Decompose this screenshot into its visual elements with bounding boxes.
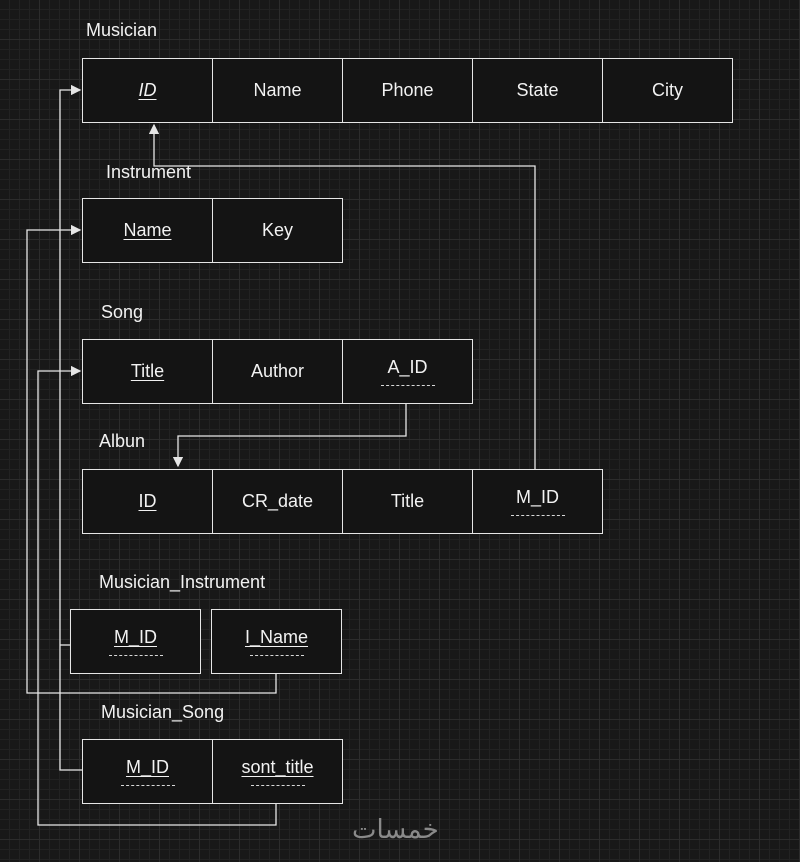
column-i-name[interactable]: I_Name [211,609,342,674]
foreign-key-marker [250,785,305,786]
column-label: State [516,80,559,100]
column-title[interactable]: Title [82,339,213,404]
foreign-key-marker [120,785,175,786]
column-label: A_ID [387,357,428,377]
table-musician[interactable]: ID Name Phone State City [82,58,733,123]
column-label: Name [253,80,302,100]
column-label: Key [261,220,294,240]
table-musician-instrument[interactable]: M_ID I_Name [70,609,342,674]
column-state[interactable]: State [472,58,603,123]
column-key[interactable]: Key [212,198,343,263]
column-label: I_Name [244,627,309,647]
fk-musician-song-to-musician [59,84,82,771]
column-m-id[interactable]: M_ID [70,609,201,674]
column-label: ID [138,491,157,511]
column-name[interactable]: Name [212,58,343,123]
column-m-id[interactable]: M_ID [472,469,603,534]
table-title-song: Song [101,302,144,322]
foreign-key-marker [510,515,565,516]
foreign-key-marker [249,655,304,656]
column-label: Title [390,491,425,511]
column-author[interactable]: Author [212,339,343,404]
column-label: Name [123,220,172,240]
column-label: M_ID [125,757,169,777]
column-label: M_ID [113,627,157,647]
fk-iname-to-instrument [26,224,277,694]
table-album[interactable]: ID CR_date Title M_ID [82,469,603,534]
column-id[interactable]: ID [82,58,213,123]
table-song[interactable]: Title Author A_ID [82,339,473,404]
table-title-musician-instrument: Musician_Instrument [99,572,266,592]
table-instrument[interactable]: Name Key [82,198,343,263]
column-sont-title[interactable]: sont_title [212,739,343,804]
fk-songtitle-to-song [37,365,277,826]
table-title-instrument: Instrument [106,162,192,182]
column-label: City [652,80,683,100]
column-cr-date[interactable]: CR_date [212,469,343,534]
column-label: CR_date [241,491,314,511]
column-label: M_ID [515,487,559,507]
foreign-key-marker [380,385,435,386]
fk-mid-album-to-musician [148,123,536,469]
table-title-musician: Musician [86,20,158,40]
fk-aid-to-album [172,403,407,468]
column-phone[interactable]: Phone [342,58,473,123]
table-musician-song[interactable]: M_ID sont_title [82,739,343,804]
table-title-musician-song: Musician_Song [101,702,225,722]
column-label: Phone [381,80,434,100]
column-label: Author [250,361,305,381]
table-title-album: Albun [99,431,146,451]
column-label: Title [130,361,165,381]
column-name[interactable]: Name [82,198,213,263]
watermark-logo: خمسات [352,815,439,845]
column-label: ID [138,80,157,100]
foreign-key-marker [108,655,163,656]
column-id[interactable]: ID [82,469,213,534]
column-a-id[interactable]: A_ID [342,339,473,404]
column-m-id[interactable]: M_ID [82,739,213,804]
column-title[interactable]: Title [342,469,473,534]
column-city[interactable]: City [602,58,733,123]
column-label: sont_title [241,757,314,777]
